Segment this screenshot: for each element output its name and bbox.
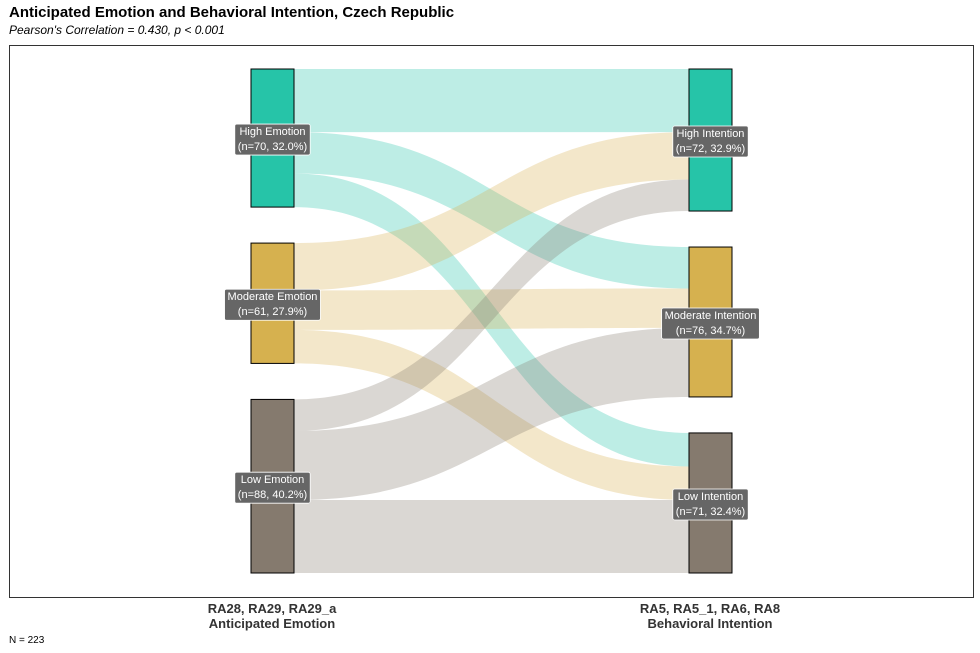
sankey-chart: High Emotion (n=70, 32.0%) Moderate Emotio… [9, 45, 974, 598]
left-node-label-moderate: Moderate Emotion (n=61, 27.9%) [224, 288, 321, 321]
right-node-label-moderate: Moderate Intention (n=76, 34.7%) [661, 307, 760, 340]
right-node-name-moderate: Moderate Intention [665, 310, 757, 322]
labels-layer: High Emotion (n=70, 32.0%) Moderate Emotio… [224, 123, 760, 521]
chart-title: Anticipated Emotion and Behavioral Inten… [9, 4, 455, 21]
right-node-label-box-high [672, 125, 749, 158]
left-node-label-box-low [234, 471, 311, 504]
flow-moderate-to-high [294, 132, 689, 291]
flow-low-to-high [294, 179, 689, 431]
left-node-label-low: Low Emotion (n=88, 40.2%) [234, 471, 311, 504]
sample-size-note: N = 223 [9, 635, 45, 646]
chart-subtitle: Pearson's Correlation = 0.430, p < 0.001 [9, 23, 225, 37]
flows-layer [294, 69, 689, 573]
right-node-stat-moderate: (n=76, 34.7%) [676, 325, 745, 337]
axis-label-left: RA28, RA29, RA29_a Anticipated Emotion [142, 601, 402, 631]
axis-label-right: RA5, RA5_1, RA6, RA8 Behavioral Intentio… [580, 601, 840, 631]
axis-right-code: RA5, RA5_1, RA6, RA8 [639, 601, 781, 616]
left-node-name-moderate: Moderate Emotion [228, 291, 318, 303]
flow-moderate-to-moderate [294, 288, 689, 330]
left-node-name-high: High Emotion [239, 126, 305, 138]
right-node-label-box-moderate [661, 307, 760, 340]
right-node-stat-high: (n=72, 32.9%) [676, 143, 745, 155]
flow-high-to-low [294, 173, 689, 467]
flow-high-to-moderate [294, 132, 689, 289]
right-node-stat-low: (n=71, 32.4%) [676, 506, 745, 518]
right-node-name-low: Low Intention [678, 491, 743, 503]
right-node-name-high: High Intention [677, 128, 745, 140]
left-node-label-box-moderate [224, 288, 321, 321]
right-node-label-high: High Intention (n=72, 32.9%) [672, 125, 749, 158]
right-node-label-box-low [672, 488, 749, 521]
axis-right-name: Behavioral Intention [647, 616, 773, 631]
left-node-stat-high: (n=70, 32.0%) [238, 141, 307, 153]
plot-panel [9, 45, 974, 598]
left-node-stat-low: (n=88, 40.2%) [238, 489, 307, 501]
flow-moderate-to-low [294, 329, 689, 501]
flow-low-to-low [294, 500, 689, 573]
axis-left-name: Anticipated Emotion [208, 616, 336, 631]
left-node-stat-moderate: (n=61, 27.9%) [238, 306, 307, 318]
left-node-label-box-high [234, 123, 311, 156]
left-node-name-low: Low Emotion [241, 474, 305, 486]
right-node-label-low: Low Intention (n=71, 32.4%) [672, 488, 749, 521]
flow-high-to-high [294, 69, 689, 133]
left-node-label-high: High Emotion (n=70, 32.0%) [234, 123, 311, 156]
axis-left-code: RA28, RA29, RA29_a [207, 601, 337, 616]
flow-low-to-moderate [294, 327, 689, 501]
